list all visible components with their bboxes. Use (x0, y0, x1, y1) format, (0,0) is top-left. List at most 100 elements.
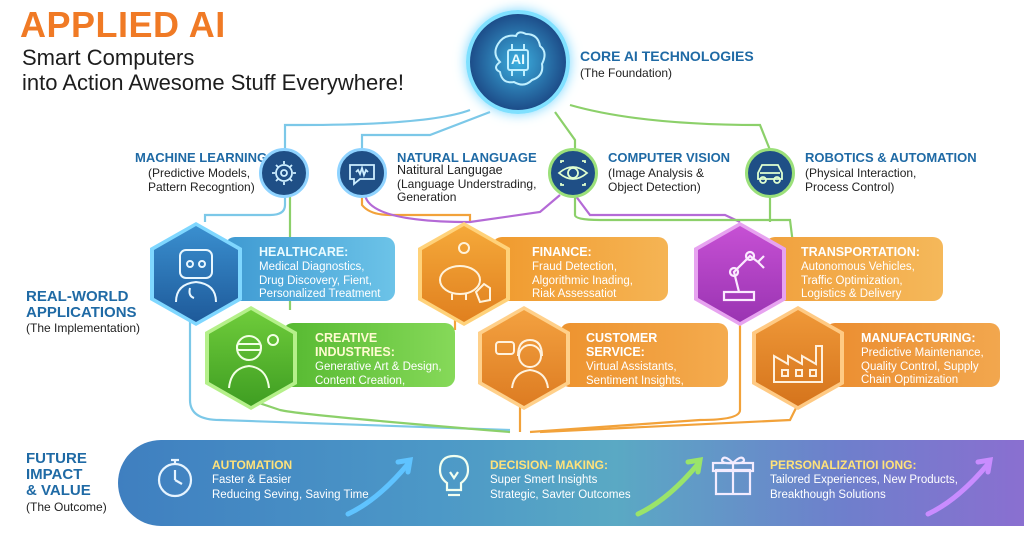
tech-ml-line2: Pattern Recogntion) (148, 180, 255, 194)
stopwatch-icon (157, 458, 193, 498)
app-service-title: CUSTOMER SERVICE: (586, 331, 658, 359)
app-transport-title: TRANSPORTATION: (801, 245, 920, 259)
app-creative-line1: Generative Art & Design, (315, 361, 442, 373)
app-transport-panel: TRANSPORTATION: Autonomous Vehicles, Tra… (765, 237, 943, 301)
app-finance-panel: FINANCE: Fraud Detection, Algorithmic In… (492, 237, 668, 301)
arrow-personalization-icon (925, 461, 991, 517)
page-title: APPLIED AI (20, 4, 226, 45)
connector-core-robot (569, 103, 772, 151)
app-healthcare-title: HEALTHCARE: (259, 245, 349, 259)
gift-icon (711, 456, 755, 496)
lightbulb-icon (438, 454, 470, 497)
outcome-decision-line2: Strategic, Savter Outcomes (490, 489, 631, 501)
core-subtitle: (The Foundation) (580, 66, 673, 80)
outcome-decision-line1: Super Smert Insights (490, 474, 598, 486)
app-finance-line1: Fraud Detection, (532, 261, 618, 273)
page-subtitle-line2: into Action Awesome Stuff Everywhere! (22, 70, 404, 95)
app-healthcare-line3: Personalized Treatment (259, 288, 381, 300)
app-finance-line3: Riak Assessatiot (532, 288, 617, 300)
artist-icon (228, 334, 279, 389)
piggy-bank-icon (439, 242, 491, 304)
app-manufacturing-title: MANUFACTURING: (861, 331, 976, 345)
connector-cv-transport (574, 194, 741, 223)
app-creative-hex (205, 306, 297, 410)
outcome-personalization-line1: Tailored Experiences, New Products, (770, 474, 958, 486)
app-manufacturing-line2: Quality Control, Supply (861, 360, 979, 373)
tech-ml-node (259, 148, 309, 198)
core-ai-icon-label: AI (511, 51, 525, 67)
app-transport-line3: Logistics & Delivery (801, 288, 902, 300)
core-ai-node: AI (466, 10, 570, 114)
app-service-line3: Automated Support (586, 388, 686, 400)
connector-creative-out (249, 398, 511, 434)
tech-robotics-line2: Process Control) (805, 180, 895, 194)
applications-label-sub: (The Implementation) (26, 321, 141, 335)
app-service-line1: Virtual Assistants, (586, 361, 677, 373)
connector-health-out (188, 320, 511, 432)
outcome-decision-title: DECISION- MAKING: (490, 458, 608, 472)
future-label-sub: (The Outcome) (26, 500, 107, 514)
page-subtitle-line1: Smart Computers (22, 45, 195, 70)
app-manufacturing-panel: MANUFACTURING: Predictive Maintenance, Q… (825, 323, 1000, 387)
connector-cv-manuf (573, 195, 802, 301)
connector-nl-service (363, 194, 561, 224)
speech-bubble-icon (349, 164, 375, 186)
outcome-personalization-title: PERSONALIZATIOI IONG: (770, 458, 917, 472)
app-creative-line2: Content Creation, (315, 374, 406, 387)
app-creative-line3: Music Compoation (315, 388, 411, 400)
tech-cv-line2: Object Detection) (608, 180, 701, 194)
tech-nl-line1: Natitural Langugae (397, 163, 503, 177)
connector-transport-out (529, 310, 742, 434)
support-agent-icon (495, 338, 549, 389)
brain-chip-icon (494, 31, 546, 86)
tech-robotics-title: ROBOTICS & AUTOMATION (805, 150, 977, 165)
factory-icon (773, 345, 823, 383)
gear-brain-icon (272, 161, 296, 185)
tech-nl-node (337, 148, 387, 198)
outcome-automation-line2: Reducing Seving, Saving Time (212, 489, 369, 501)
outcome-personalization-line2: Breakthough Solutions (770, 489, 886, 501)
connector-manuf-out (539, 399, 801, 434)
tech-cv-node (548, 148, 598, 198)
future-label-line2: IMPACT (26, 466, 83, 483)
tech-ml-title: MACHINE LEARNING (135, 150, 268, 165)
outcome-arrows (345, 456, 994, 517)
connector-core-ml (283, 108, 471, 150)
applications-label-line2: APPLICATIONS (26, 304, 137, 321)
app-finance-hex (418, 222, 510, 326)
app-healthcare-line2: Drug Discovery, Fient, (259, 274, 372, 287)
connector-ml-health (203, 195, 287, 222)
app-manufacturing-line3: Chain Optimization (861, 374, 959, 386)
app-service-panel: CUSTOMER SERVICE: Virtual Assistants, Se… (560, 323, 728, 400)
arrow-automation-icon (345, 461, 411, 517)
app-creative-title: CREATIVE INDUSTRIES: (315, 331, 395, 359)
core-title: CORE AI TECHNOLOGIES (580, 48, 754, 64)
tech-nl-line2: (Language Understrading, (397, 177, 537, 191)
tech-ml-line1: (Predictive Models, (148, 166, 251, 180)
tech-nl-title: NATURAL LANGUAGE (397, 150, 537, 165)
tech-cv-line1: (Image Analysis & (608, 166, 705, 180)
tech-robotics-node (745, 148, 795, 198)
app-healthcare-panel: HEALTHCARE: Medical Diagnostics, Drug Di… (225, 237, 395, 301)
app-finance-title: FINANCE: (532, 245, 592, 259)
tech-robotics-line1: (Physical Interaction, (805, 166, 917, 180)
app-service-line2: Sentiment Insights, (586, 374, 684, 387)
tech-nl-line3: Generation (397, 190, 457, 204)
outcome-automation-title: AUTOMATION (212, 458, 293, 472)
connector-core-nl (360, 110, 491, 150)
future-label-line1: FUTURE (26, 450, 87, 467)
robot-arm-icon (722, 250, 765, 302)
app-finance-line2: Algorithmic Inading, (532, 274, 633, 287)
outcome-automation-line1: Faster & Easier (212, 474, 292, 486)
app-creative-panel: CREATIVE INDUSTRIES: Generative Art & De… (283, 323, 455, 400)
robot-doctor-icon (175, 249, 217, 303)
eye-icon (557, 160, 589, 186)
arrow-decision-icon (635, 461, 701, 517)
car-icon (757, 164, 783, 184)
app-transport-line2: Traffic Optimization, (801, 274, 903, 287)
connector-core-cv (554, 111, 577, 150)
applications-label-line1: REAL-WORLD (26, 288, 129, 305)
app-transport-line1: Autonomous Vehicles, (801, 261, 915, 273)
future-label-line3: & VALUE (26, 482, 91, 499)
app-manufacturing-line1: Predictive Maintenance, (861, 347, 984, 359)
